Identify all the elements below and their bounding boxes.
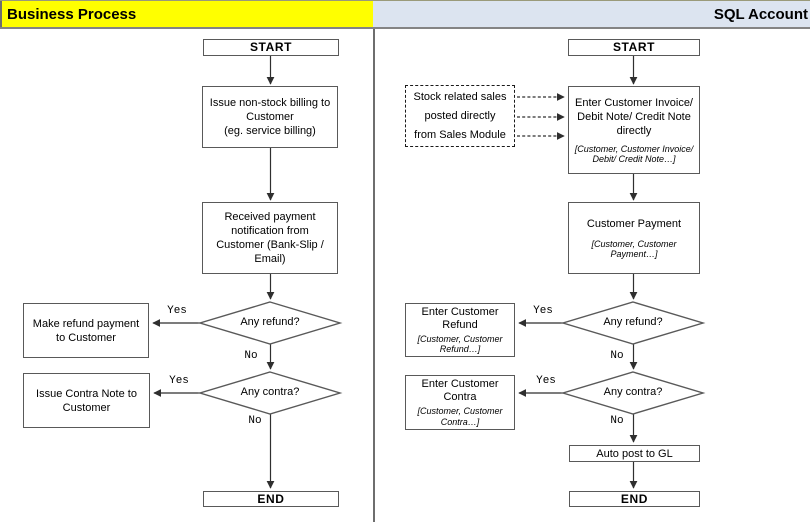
bp-contra-yes-label: Yes (169, 375, 189, 387)
sql-enter-contra-label: Enter Customer Contra (421, 378, 499, 403)
bp-issue-contra-step: Issue Contra Note to Customer (23, 373, 150, 428)
bp-make-refund-step: Make refund payment to Customer (23, 303, 149, 358)
bp-contra-no-label: No (248, 415, 262, 427)
sql-enter-refund-label: Enter Customer Refund (421, 305, 499, 331)
bp-start-terminator: START (203, 39, 339, 56)
sql-enter-contra-sublabel: [Customer, Customer Contra…] (417, 406, 503, 427)
sql-refund-no-label: No (610, 350, 624, 362)
sql-start-terminator: START (568, 39, 700, 56)
sql-enter-refund-step: Enter Customer Refund [Customer, Custome… (405, 303, 515, 357)
header-row: Business Process SQL Account (0, 0, 810, 29)
sql-stock-note-annotation: Stock related sales posted directly from… (405, 85, 515, 147)
business-process-header: Business Process (0, 1, 373, 27)
sql-customer-payment-step: Customer Payment [Customer, Customer Pay… (568, 202, 700, 274)
bp-any-contra-decision-label: Any contra? (240, 386, 300, 398)
sql-contra-yes-label: Yes (536, 375, 556, 387)
bp-refund-no-label: No (244, 350, 258, 362)
bp-end-terminator: END (203, 491, 339, 507)
sql-enter-invoice-step: Enter Customer Invoice/ Debit Note/ Cred… (568, 86, 700, 174)
bp-refund-yes-label: Yes (167, 305, 187, 317)
bp-any-refund-decision-label: Any refund? (240, 316, 300, 328)
sql-enter-invoice-sublabel: [Customer, Customer Invoice/ Debit/ Cred… (574, 143, 694, 165)
sql-end-terminator: END (569, 491, 700, 507)
column-divider (373, 0, 375, 522)
sql-customer-payment-label: Customer Payment (586, 217, 682, 230)
sql-customer-payment-sublabel: [Customer, Customer Payment…] (591, 238, 677, 260)
sql-contra-no-label: No (610, 415, 624, 427)
sql-any-contra-decision-label: Any contra? (603, 386, 663, 398)
sql-account-header: SQL Account (373, 1, 810, 27)
sql-enter-contra-step: Enter Customer Contra [Customer, Custome… (405, 375, 515, 430)
sql-enter-invoice-label: Enter Customer Invoice/ Debit Note/ Cred… (575, 96, 693, 137)
bp-received-payment-step: Received payment notification from Custo… (202, 202, 338, 274)
sql-refund-yes-label: Yes (533, 305, 553, 317)
sql-auto-post-step: Auto post to GL (569, 445, 700, 462)
sql-any-refund-decision-label: Any refund? (603, 316, 663, 328)
sql-enter-refund-sublabel: [Customer, Customer Refund…] (417, 333, 503, 355)
bp-issue-billing-step: Issue non-stock billing to Customer (eg.… (202, 86, 338, 148)
